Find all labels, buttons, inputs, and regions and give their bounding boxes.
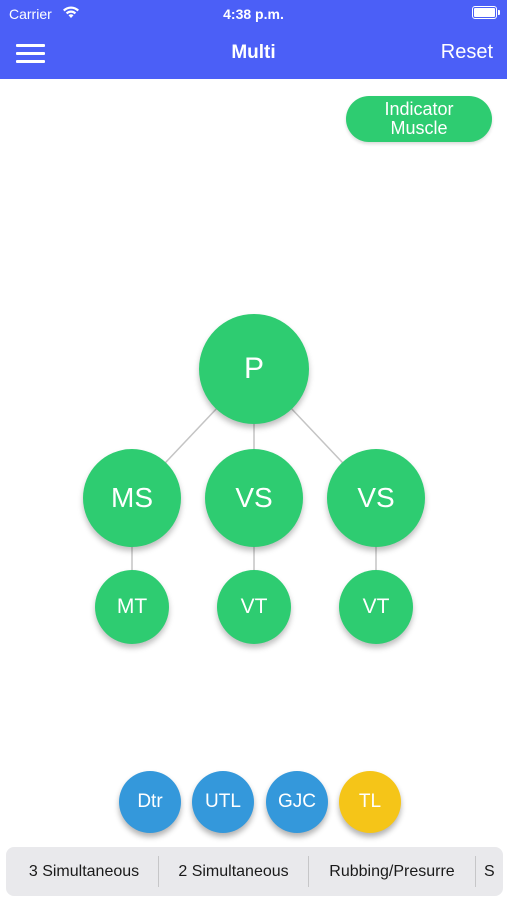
- node-ms[interactable]: MS: [83, 449, 181, 547]
- chip-gjc[interactable]: GJC: [266, 771, 328, 833]
- indicator-label-line1: Indicator: [384, 99, 454, 119]
- indicator-muscle-button[interactable]: Indicator Muscle: [346, 96, 492, 142]
- node-p[interactable]: P: [199, 314, 309, 424]
- hamburger-menu-icon[interactable]: [16, 42, 46, 64]
- tab-2-simultaneous[interactable]: 2 Simultaneous: [178, 862, 289, 880]
- tab-divider: [475, 856, 476, 887]
- chip-utl[interactable]: UTL: [192, 771, 254, 833]
- tab-divider: [158, 856, 159, 887]
- node-vt-1[interactable]: VT: [217, 570, 291, 644]
- node-vs-2[interactable]: VS: [327, 449, 425, 547]
- battery-icon: [472, 6, 500, 19]
- chip-tl[interactable]: TL: [339, 771, 401, 833]
- status-time: 4:38 p.m.: [223, 6, 284, 22]
- chip-dtr[interactable]: Dtr: [119, 771, 181, 833]
- tab-rubbing-pressure[interactable]: Rubbing/Presurre: [329, 862, 455, 880]
- navigation-bar: Multi Reset: [0, 28, 507, 79]
- tab-divider: [308, 856, 309, 887]
- indicator-label-line2: Muscle: [390, 118, 448, 138]
- carrier-label: Carrier: [9, 6, 52, 22]
- segmented-tab-bar: 3 Simultaneous 2 Simultaneous Rubbing/Pr…: [6, 847, 503, 896]
- node-vt-2[interactable]: VT: [339, 570, 413, 644]
- wifi-icon: [62, 5, 80, 22]
- tab-3-simultaneous[interactable]: 3 Simultaneous: [28, 862, 140, 880]
- page-title: Multi: [231, 42, 276, 63]
- tab-s[interactable]: S: [484, 862, 495, 880]
- node-vs-1[interactable]: VS: [205, 449, 303, 547]
- status-bar: Carrier 4:38 p.m.: [0, 0, 507, 28]
- reset-button[interactable]: Reset: [440, 41, 493, 63]
- node-mt[interactable]: MT: [95, 570, 169, 644]
